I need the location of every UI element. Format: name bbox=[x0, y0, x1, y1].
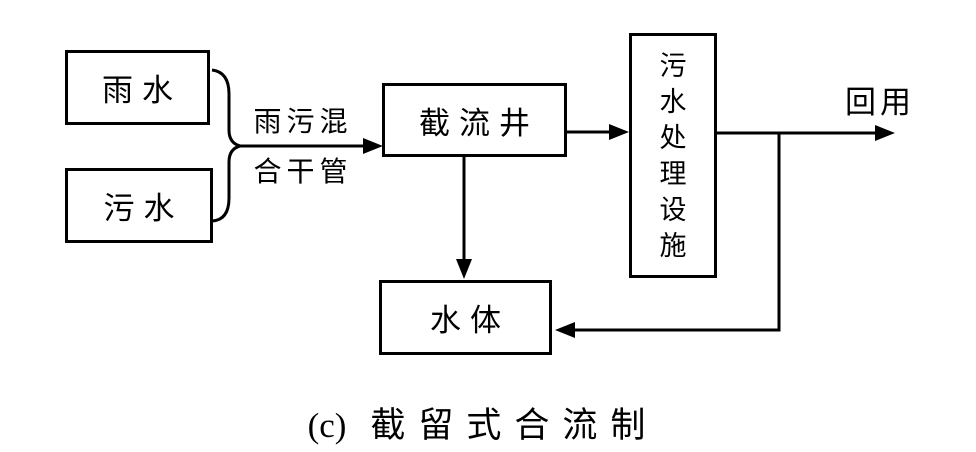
node-treatment-facility-label: 污水处理设施 bbox=[659, 50, 687, 261]
reuse-label: 回用 bbox=[845, 85, 915, 120]
arrowhead-into-waterbody-right-icon bbox=[555, 322, 575, 338]
arrowhead-reuse-icon bbox=[875, 125, 895, 141]
node-water-body-label: 水体 bbox=[430, 303, 510, 338]
merge-brace-icon bbox=[211, 68, 246, 223]
arrowhead-into-waterbody-top-icon bbox=[456, 259, 472, 279]
arrowhead-into-facility-icon bbox=[609, 124, 629, 140]
edge-facility-to-waterbody bbox=[572, 133, 781, 332]
node-rainwater-label: 雨水 bbox=[102, 73, 182, 108]
node-sewage-label: 污水 bbox=[103, 191, 184, 226]
node-intercepting-well-label: 截流井 bbox=[419, 105, 539, 141]
diagram-caption-text: 截留式合流制 bbox=[370, 406, 659, 445]
node-sewage: 污水 bbox=[65, 168, 213, 243]
node-intercepting-well: 截流井 bbox=[382, 83, 567, 157]
mixed-pipe-label-line1: 雨污混 bbox=[253, 107, 353, 138]
diagram-caption: (c) 截留式合流制 bbox=[0, 403, 966, 448]
node-treatment-facility: 污水处理设施 bbox=[629, 33, 717, 278]
arrowhead-into-well-icon bbox=[363, 138, 383, 154]
node-water-body: 水体 bbox=[379, 280, 552, 355]
node-rainwater: 雨水 bbox=[65, 50, 210, 125]
mixed-pipe-label: 雨污混 合干管 bbox=[247, 98, 359, 198]
mixed-pipe-label-line2: 合干管 bbox=[253, 157, 353, 188]
diagram-caption-prefix: (c) bbox=[307, 406, 347, 445]
